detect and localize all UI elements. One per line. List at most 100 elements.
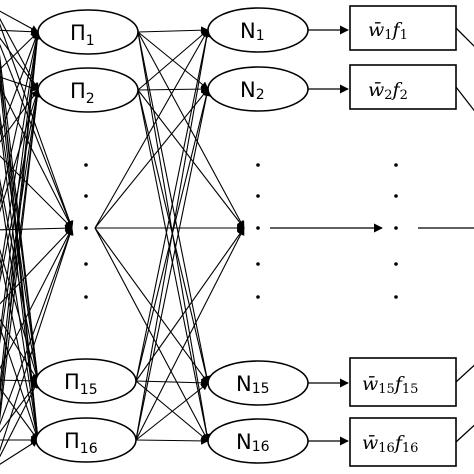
svg-text:w̄15f15: w̄15f15 [362,373,418,397]
exit-edge-15 [455,364,474,383]
pi-n-edge [94,88,209,229]
svg-text:N1: N1 [240,19,265,44]
pi-n-edge [135,88,211,441]
input-edge [0,31,41,206]
exit-edge-16 [455,424,474,443]
output-box-16-w-index: 16 [378,441,395,456]
n-node-15-symbol: N [236,372,252,396]
n-to-output-edges [270,25,383,446]
pi-n-edge [135,29,211,441]
output-box-2-w: w̄ [368,79,384,101]
n-node-2-symbol: N [240,78,256,102]
output-box-15-f: f [393,373,405,395]
pi-node-16: Π16 [35,417,137,463]
output-box-15-w: w̄ [362,373,378,395]
input-edge [0,155,73,229]
ellipsis-dot [394,194,398,198]
pi-n-edge [137,29,209,91]
ellipsis-dot [84,226,88,230]
output-box-1: w̄1f1 [349,5,457,51]
output-box-1-w: w̄ [368,19,384,41]
output-box-15-w-index: 15 [378,382,395,397]
pi-n-edge [135,382,209,441]
input-edge [0,23,74,229]
n-node-15-index: 15 [252,381,270,397]
pi-to-n-edges [94,26,245,445]
input-edge [0,380,39,433]
input-edge [0,89,40,213]
input-edge [0,10,39,33]
output-box-1-f-index: 1 [400,28,408,43]
pi-node-1-index: 1 [86,33,95,49]
ellipsis-dot [84,194,88,198]
ellipsis-dot [394,226,398,230]
svg-text:Π16: Π16 [64,429,98,457]
output-box-2-f: f [391,79,403,101]
ellipsis-dot [394,262,398,266]
pi-n-edge [137,89,211,384]
pi-node-1: Π1 [37,9,139,55]
pi-n-edge [94,29,209,229]
output-box-1-f: f [391,19,403,41]
n-node-1-index: 1 [256,28,265,44]
n-node-16-index: 16 [252,439,270,455]
input-edge [0,112,41,382]
exit-edge-1 [455,27,474,47]
svg-text:w̄16f16: w̄16f16 [362,432,418,456]
input-edge [0,31,39,70]
input-edge [0,227,74,452]
output-box-16-f-index: 16 [402,441,419,456]
input-edge [0,27,39,36]
pi-node-2-index: 2 [86,91,95,107]
output-box-16-f: f [393,432,405,454]
n-node-16-symbol: N [236,430,252,454]
pi-node-15-symbol: Π [64,370,80,394]
n-node-2: N2 [207,66,309,112]
pi-n-edge [135,29,211,382]
svg-text:N2: N2 [240,78,265,103]
ellipsis-dot [84,163,88,167]
input-edge [0,85,73,229]
output-box-15-f-index: 15 [402,382,419,397]
svg-text:Π1: Π1 [70,21,95,49]
output-box-1-w-index: 1 [384,28,392,43]
svg-text:N15: N15 [236,372,270,397]
pi-node-15-index: 15 [80,382,98,398]
svg-text:w̄2f2: w̄2f2 [368,79,408,103]
output-box-2-w-index: 2 [384,88,392,103]
ellipsis-dot [256,226,260,230]
pi-n-edge [135,227,245,441]
n-node-1-symbol: N [240,19,256,43]
output-box-2-f-index: 2 [400,88,408,103]
pi-n-edge [135,227,245,382]
input-edge [0,120,41,441]
output-box-15: w̄15f15 [349,357,457,407]
n-node-2-index: 2 [256,87,265,103]
svg-text:w̄1f1: w̄1f1 [368,19,408,43]
ellipsis-dot [256,262,260,266]
input-edge [0,380,39,458]
ellipsis-dot [394,163,398,167]
pi-node-15: Π15 [35,358,137,404]
pi-node-2-symbol: Π [70,79,86,103]
input-to-pi-edges [0,10,74,465]
svg-text:Π2: Π2 [70,79,95,107]
pi-n-edge [137,31,245,229]
output-exit-edges [418,27,474,443]
pi-node-2: Π2 [37,67,139,113]
output-box-2: w̄2f2 [349,64,457,110]
input-edge [0,227,74,426]
pi-n-edge [135,437,209,445]
output-box-16-w: w̄ [362,432,378,454]
exit-edge-2 [455,86,474,112]
pi-n-edge [137,31,211,384]
ellipsis-dot [394,295,398,299]
n-node-15: N15 [207,360,309,406]
svg-text:N16: N16 [236,430,270,455]
input-edge [0,31,41,337]
n-node-16: N16 [207,418,309,464]
pi-n-edge [137,26,209,35]
ellipsis-dot [256,163,260,167]
ellipsis-dot [84,262,88,266]
ellipsis-dot [256,194,260,198]
